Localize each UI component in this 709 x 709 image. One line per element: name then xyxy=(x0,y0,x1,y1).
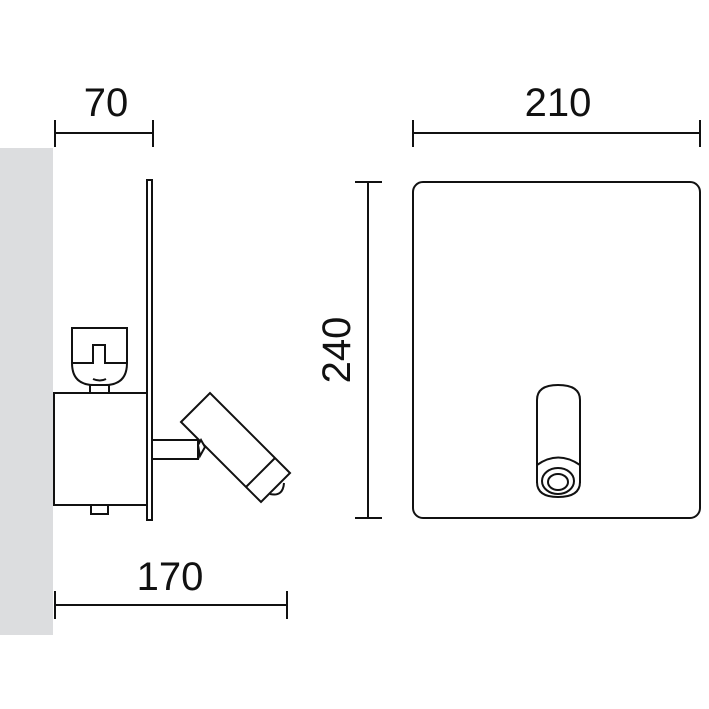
spotlight-head xyxy=(179,391,292,504)
wall xyxy=(0,148,53,635)
side-view xyxy=(53,179,292,521)
dimension-label-210: 210 xyxy=(525,81,592,125)
socket xyxy=(71,327,128,394)
wall-plate xyxy=(146,179,153,521)
mounting-box xyxy=(53,392,148,506)
dimension-170: 170 xyxy=(54,555,288,619)
front-plate xyxy=(412,181,701,519)
dimension-240: 240 xyxy=(315,181,382,519)
dimension-label-170: 170 xyxy=(137,555,204,599)
bottom-nut xyxy=(90,504,109,515)
front-spotlight xyxy=(536,383,581,499)
front-view xyxy=(412,181,701,519)
dimension-210: 210 xyxy=(412,81,701,147)
arm xyxy=(151,439,199,460)
dimension-label-70: 70 xyxy=(84,81,129,125)
dimension-70: 70 xyxy=(54,81,154,147)
dimension-label-240: 240 xyxy=(315,317,359,384)
